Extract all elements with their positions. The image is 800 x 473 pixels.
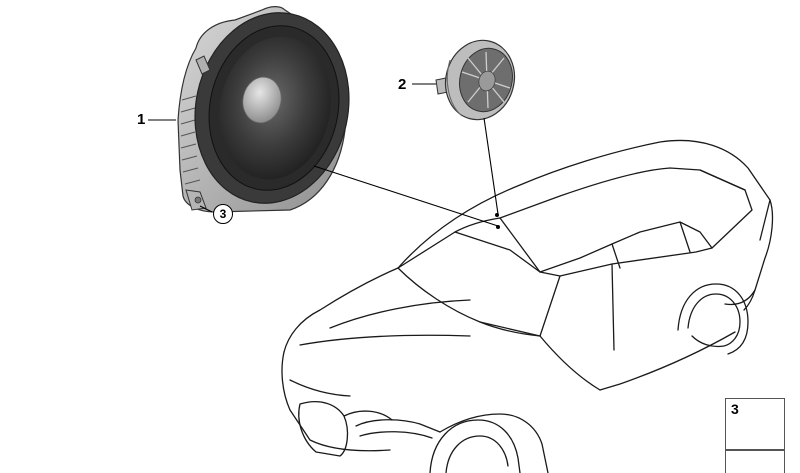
woofer-speaker <box>177 6 350 213</box>
leader-line-tweeter-to-car <box>483 117 499 215</box>
callout-1: 1 <box>137 111 146 128</box>
tweeter-location-dot <box>495 213 499 217</box>
legend-arrow-box <box>725 450 785 473</box>
leader-line-woofer-to-car <box>313 165 499 227</box>
leader-lines <box>148 83 499 227</box>
callout-2: 2 <box>398 76 407 93</box>
car-outline <box>281 139 774 473</box>
callout-3-circled: 3 <box>213 204 233 224</box>
woofer-location-dot <box>496 225 500 229</box>
tweeter-speaker <box>435 39 516 121</box>
legend-callout-3: 3 <box>731 401 739 417</box>
leader-line-3 <box>199 205 213 213</box>
legend-screw-box <box>725 398 785 450</box>
